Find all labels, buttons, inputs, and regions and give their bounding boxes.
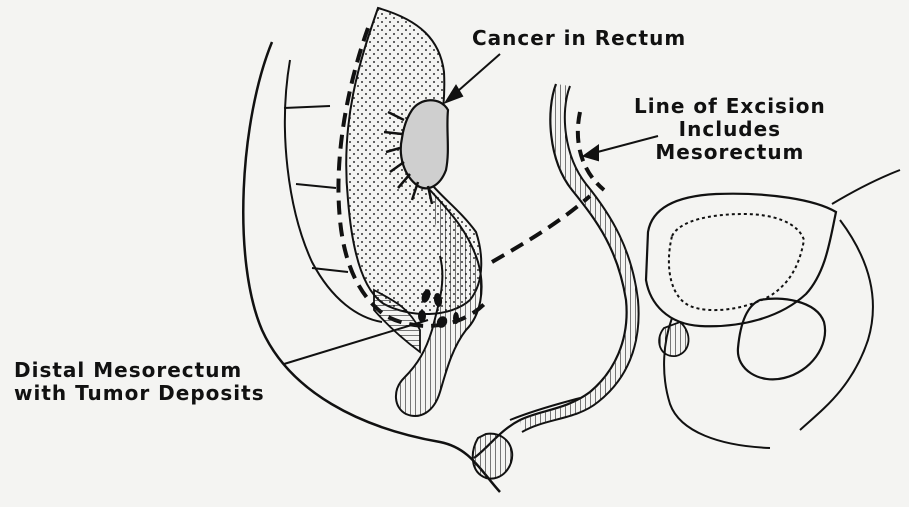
excision-label-line-3: Mesorectum [634,141,826,164]
excision-arrowhead [584,146,598,160]
distal-mesorectum-label: Distal Mesorectum with Tumor Deposits [14,359,265,405]
excision-label-line-2: Includes [634,118,826,141]
excision-line-crossing [492,196,590,262]
urethra-tip [659,322,688,356]
excision-label-line-1: Line of Excision [634,95,826,118]
anterior-abdominal-wall [800,170,900,430]
cancer-label: Cancer in Rectum [472,27,686,50]
distal-label-line-1: Distal Mesorectum [14,359,265,382]
distal-label-line-2: with Tumor Deposits [14,382,265,405]
bladder-lumen [669,214,804,310]
anterior-wall [474,84,627,458]
excision-label: Line of Excision Includes Mesorectum [634,95,826,164]
anal-canal [473,434,512,479]
